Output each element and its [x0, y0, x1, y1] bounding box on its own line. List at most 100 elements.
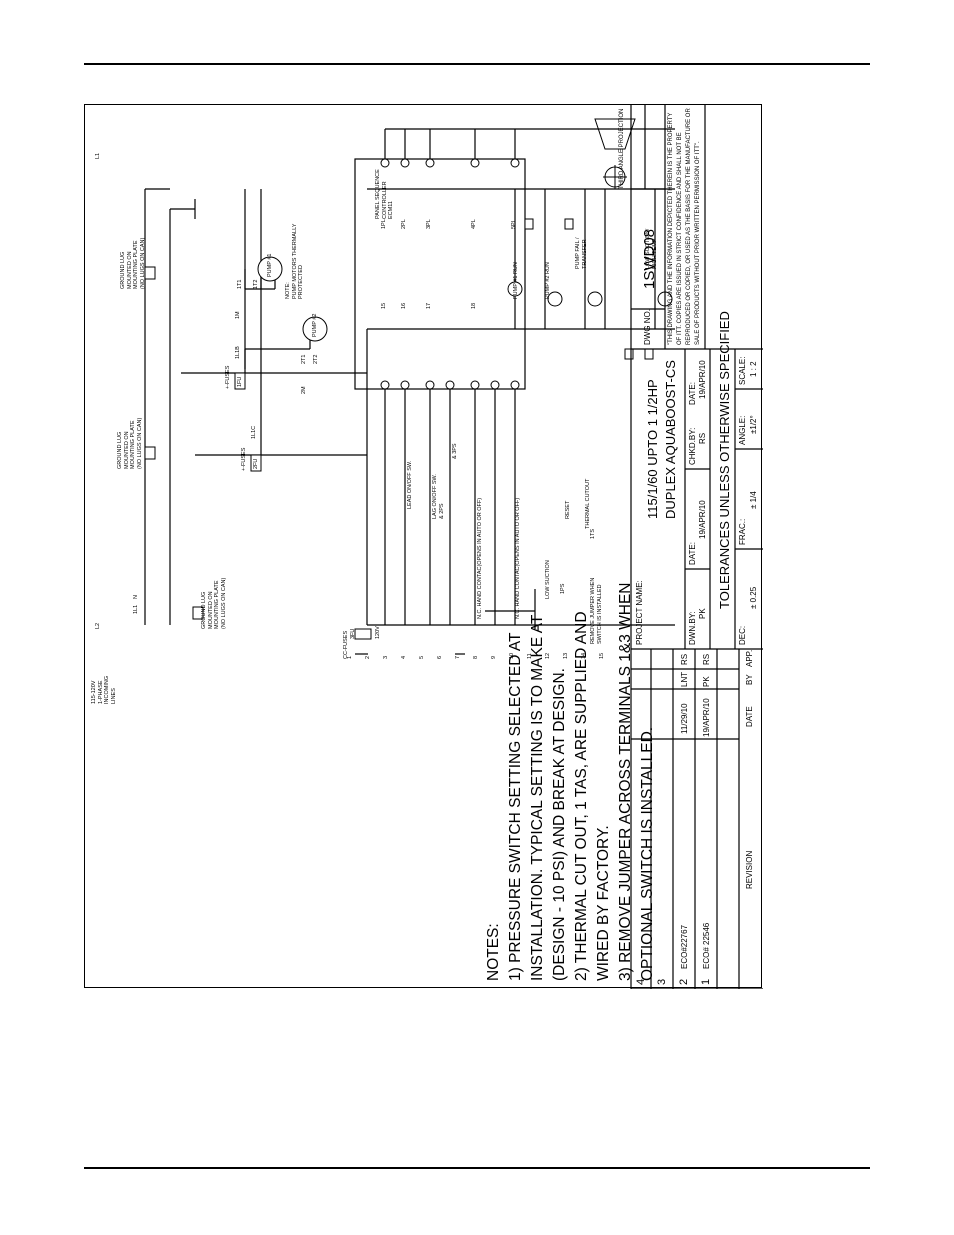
scale-value: 1 : 2: [749, 361, 758, 377]
fuse-1fu-label: 1FU: [237, 376, 243, 387]
project-name-line1: 115/1/60 UPTO 1 1/2HP: [645, 379, 660, 519]
dec-label: DEC:: [738, 625, 747, 645]
rung-number: 8: [473, 655, 479, 659]
rung-number: 6: [437, 655, 443, 659]
dwg-no-value: 1SWD08: [641, 228, 658, 289]
rung-number: 9: [491, 655, 497, 659]
low-suction-label: LOW SUCTION: [545, 560, 551, 599]
revision-footer-revision: REVISION: [745, 850, 754, 889]
revision-footer-app: APP.: [745, 649, 754, 667]
drawing-frame: NOTES: 1) PRESSURE SWITCH SETTING SELECT…: [84, 104, 763, 989]
pump1-label: PUMP #1: [267, 253, 273, 277]
dec-value: ± 0.25: [749, 586, 758, 609]
m1-label: 1M: [235, 311, 241, 319]
lead-switch-label: LEAD ON/OFF SW.: [407, 460, 413, 509]
disclaimer-line: SALE OF PRODUCTS WITHOUT PRIOR WRITTEN P…: [695, 141, 701, 345]
ground-lug-top-label: GROUND LUG MOUNTED ON MOUNTING PLATE (NO…: [120, 237, 146, 289]
wire-label: 17: [426, 302, 432, 309]
reset-label: RESET: [565, 500, 571, 519]
t2-label: 1T2: [253, 279, 259, 289]
dwg-no-label: DWG NO.: [643, 309, 652, 345]
revision-row-2-app: RS: [680, 653, 689, 665]
angle-label: ANGLE:: [738, 415, 747, 445]
controller-label: PANEL SEQUENCE CONTROLLER ECM11: [375, 169, 394, 219]
wire-label: 15: [381, 302, 387, 309]
checked-by-label: CHKD.BY:: [688, 427, 697, 465]
fuse-3fu-label: 3FU: [350, 628, 356, 639]
revision-row-2-no: 2: [678, 978, 690, 985]
drawn-by-value: PK: [698, 608, 707, 619]
l1-label: L1: [95, 152, 101, 159]
projection-label: THIRD ANGLE PROJECTION: [619, 108, 625, 189]
pump1-run-label: PUMP #1 RUN: [513, 262, 519, 299]
rung-number: 14: [581, 652, 587, 659]
revision-row-1-by: PK: [702, 676, 711, 687]
l1b-label: 1L1B: [235, 346, 241, 359]
pump2-label: PUMP #2: [312, 313, 318, 337]
l1-1-label: 1L1: [133, 604, 139, 614]
revision-row-2-by: LNT: [680, 671, 689, 687]
l1c-label: 1L1C: [251, 425, 257, 439]
120v-label: 120V: [375, 626, 381, 639]
rung-number: 4: [401, 655, 407, 659]
incoming-lines-label: 115-120V 1-PHASE INCOMING LINES: [91, 675, 117, 704]
wire-label: 18: [471, 302, 477, 309]
rung-number: 11: [527, 653, 533, 659]
revision-row-1-app: RS: [702, 653, 711, 665]
wire-label: 16: [401, 302, 407, 309]
l2-label: L2: [95, 622, 101, 629]
wire-label: 4PL: [471, 219, 477, 229]
top-rule: [84, 63, 870, 65]
fuses-a-label: +-FUSES: [225, 365, 231, 389]
disclaimer-line: OF ITT. COPIES ARE ISSUED IN STRICT CONF…: [677, 132, 683, 345]
date2-label: DATE:: [688, 382, 697, 405]
date-value: 19/APR/10: [698, 500, 707, 539]
wire-label: 1PS: [560, 583, 566, 594]
m2-label: 2M: [301, 386, 307, 394]
rung-number: 3: [383, 655, 389, 659]
cc-fuses-label: CC-FUSES: [343, 630, 349, 659]
jumper-note-label: REMOVE JUMPER WHEN SWITCH IS INSTALLED: [590, 577, 603, 644]
t3-label: 2T1: [301, 354, 307, 364]
t1-label: 1T1: [237, 279, 243, 289]
pressure-switch-label: & 3PS: [452, 443, 458, 459]
ground-lug-left-label: GROUND LUG MOUNTED ON MOUNTING PLATE (NO…: [201, 577, 227, 629]
motor-note-label: NOTE: PUMP MOTORS THERMALLY PROTECTED: [285, 223, 304, 299]
revision-row-4-no: 4: [635, 978, 647, 985]
rung-number: 15: [599, 652, 605, 659]
project-name-label: PROJECT NAME:: [635, 580, 644, 645]
project-name-line2: DUPLEX AQUABOOST-CS: [663, 360, 678, 519]
wire-label: 3PL: [426, 219, 432, 229]
disclaimer: "THIS DRAWING AND THE INFORMATION DEPICT…: [667, 108, 703, 345]
drawn-by-label: DWN.BY:: [688, 611, 697, 645]
frac-value: ± 1/4: [749, 491, 758, 509]
rotated-drawing-sheet: NOTES: 1) PRESSURE SWITCH SETTING SELECT…: [85, 105, 763, 989]
revision-row-1-no: 1: [700, 978, 712, 985]
disclaimer-line: "THIS DRAWING AND THE INFORMATION DEPICT…: [668, 112, 674, 345]
t4-label: 2T2: [313, 354, 319, 364]
revision-footer-by: BY: [745, 674, 754, 685]
angle-value: ±1/2°: [749, 415, 758, 434]
ground-lug-mid-label: GROUND LUG MOUNTED ON MOUNTING PLATE (NO…: [117, 417, 143, 469]
pump2-run-label: PUMP #2 RUN: [545, 262, 551, 299]
fuse-2fu-label: 2FU: [253, 458, 259, 469]
hand-contact-1-label: N.C. HAND CONTAC(OPENS IN AUTO OR OFF): [477, 497, 483, 619]
revision-row-3-no: 3: [656, 978, 668, 985]
hand-contact-2-label: N.C. HAND CONTAC(OPENS IN AUTO OR OFF): [515, 497, 521, 619]
rung-number: 5: [419, 655, 425, 659]
frac-label: FRAC.:: [738, 518, 747, 545]
schematic-wiring: [144, 105, 763, 989]
thermal-cutout-label: THERMAL CUTOUT: [585, 478, 591, 529]
rung-number: 13: [563, 652, 569, 659]
date2-value: 19/APR/10: [698, 360, 707, 399]
tolerances-label: TOLERANCES UNLESS OTHERWISE SPECIFIED: [717, 311, 732, 609]
scale-label: SCALE:: [738, 356, 747, 385]
wire-label: 1TS: [590, 528, 596, 539]
n-label: N: [133, 595, 139, 599]
date-label: DATE:: [688, 542, 697, 565]
revision-row-1-date: 19/APR/10: [702, 698, 711, 737]
bottom-rule: [84, 1167, 870, 1169]
rung-number: 7: [455, 655, 461, 659]
disclaimer-line: REPRODUCED OR COPIED, OR USED AS THE BAS…: [686, 108, 692, 345]
lag-switch-label: LAG ON/OFF SW. & 2PS: [432, 474, 445, 519]
